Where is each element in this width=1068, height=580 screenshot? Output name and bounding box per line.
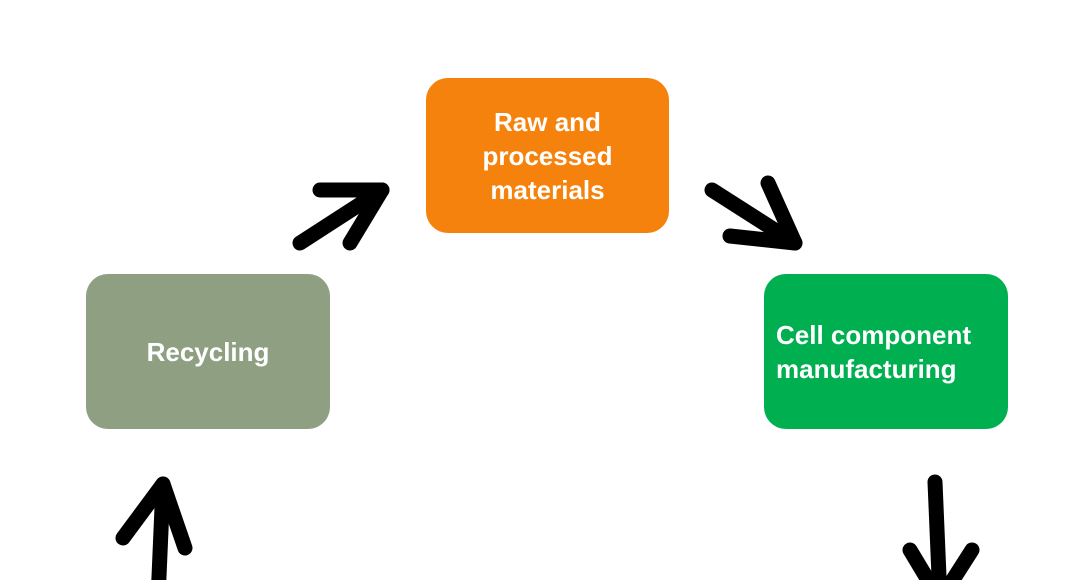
arrow-previous-to-recycling xyxy=(115,476,193,580)
arrow-raw-to-cell xyxy=(704,175,803,251)
node-cell-component-manufacturing: Cell component manufacturing xyxy=(764,274,1008,429)
arrow-recycling-to-raw xyxy=(292,182,390,251)
node-recycling: Recycling xyxy=(86,274,330,429)
arrow-cell-to-next xyxy=(902,474,980,580)
node-raw-materials: Raw and processed materials xyxy=(426,78,669,233)
node-recycling-label: Recycling xyxy=(146,336,270,367)
node-cell-component-manufacturing-label: Cell component manufacturing xyxy=(776,319,972,384)
node-raw-materials-label: Raw and processed materials xyxy=(482,106,613,205)
